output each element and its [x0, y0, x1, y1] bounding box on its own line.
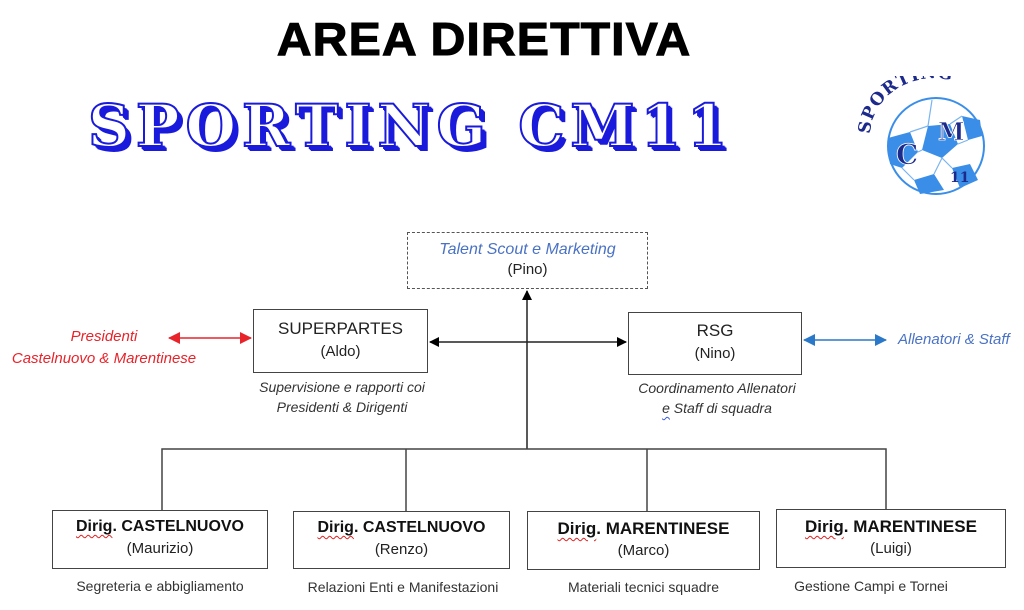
director-prefix: Dirig — [75, 518, 113, 535]
director-name: (Luigi) — [870, 540, 912, 557]
club-logo: SPORTING C M 11 — [855, 63, 1008, 196]
presidents-label-line2: Castelnuovo & Marentinese — [11, 350, 197, 367]
rsg-name: (Nino) — [694, 345, 736, 362]
brand-wordmark: SPORTING CM11 — [87, 91, 734, 161]
presidents-label: Presidenti Castelnuovo & Marentinese — [6, 326, 202, 370]
logo-letter-c: C — [896, 138, 918, 171]
director-club: . MARENTINESE — [843, 517, 977, 536]
director-club: . MARENTINESE — [596, 519, 730, 538]
superpartes-role: SUPERPARTES — [277, 319, 404, 338]
logo-number: 11 — [950, 170, 969, 186]
director-club: . CASTELNUOVO — [112, 518, 244, 535]
rsg-note: Coordinamento Allenatori e Staff di squa… — [612, 378, 822, 418]
staff-label: Allenatori & Staff — [898, 331, 1010, 348]
director-task: Gestione Campi e Tornei — [794, 578, 948, 594]
director-box[interactable]: Dirig. CASTELNUOVO (Renzo) — [293, 511, 510, 569]
page-title: AREA DIRETTIVA — [276, 13, 692, 66]
director-prefix: Dirig — [805, 517, 844, 536]
rsg-box[interactable]: RSG (Nino) — [628, 312, 802, 375]
directors-bus — [161, 448, 887, 510]
rsg-note-e: e — [662, 400, 670, 416]
director-box[interactable]: Dirig. CASTELNUOVO (Maurizio) — [52, 510, 268, 569]
director-prefix: Dirig — [557, 519, 597, 538]
talent-scout-role: Talent Scout e Marketing — [439, 241, 616, 258]
director-task: Relazioni Enti e Manifestazioni — [307, 579, 499, 595]
superpartes-box[interactable]: SUPERPARTES (Aldo) — [253, 309, 428, 373]
director-name: (Marco) — [617, 542, 670, 559]
director-name: (Renzo) — [374, 541, 429, 558]
logo-letter-m: M — [938, 117, 965, 146]
director-club: . CASTELNUOVO — [353, 519, 486, 536]
rsg-note-line1: Coordinamento Allenatori — [638, 380, 796, 396]
rsg-note-rest: Staff di squadra — [669, 400, 772, 416]
rsg-role: RSG — [696, 321, 734, 340]
director-task: Materiali tecnici squadre — [568, 579, 719, 595]
director-prefix: Dirig — [317, 519, 354, 536]
superpartes-note-line1: Supervisione e rapporti coi — [259, 379, 425, 395]
director-task: Segreteria e abbigliamento — [76, 578, 244, 594]
director-box[interactable]: Dirig. MARENTINESE (Marco) — [527, 511, 760, 570]
soccer-ball-logo-icon: SPORTING C M 11 — [855, 63, 985, 195]
superpartes-note-line2: Presidenti & Dirigenti — [276, 399, 408, 415]
presidents-label-line1: Presidenti — [70, 328, 138, 345]
director-name: (Maurizio) — [126, 540, 194, 557]
superpartes-note: Supervisione e rapporti coi Presidenti &… — [232, 377, 452, 417]
superpartes-name: (Aldo) — [320, 343, 361, 360]
director-box[interactable]: Dirig. MARENTINESE (Luigi) — [776, 509, 1006, 568]
rsg-note-line2: e Staff di squadra — [612, 398, 822, 418]
talent-scout-name: (Pino) — [507, 261, 548, 278]
talent-scout-box[interactable]: Talent Scout e Marketing (Pino) — [407, 232, 648, 289]
